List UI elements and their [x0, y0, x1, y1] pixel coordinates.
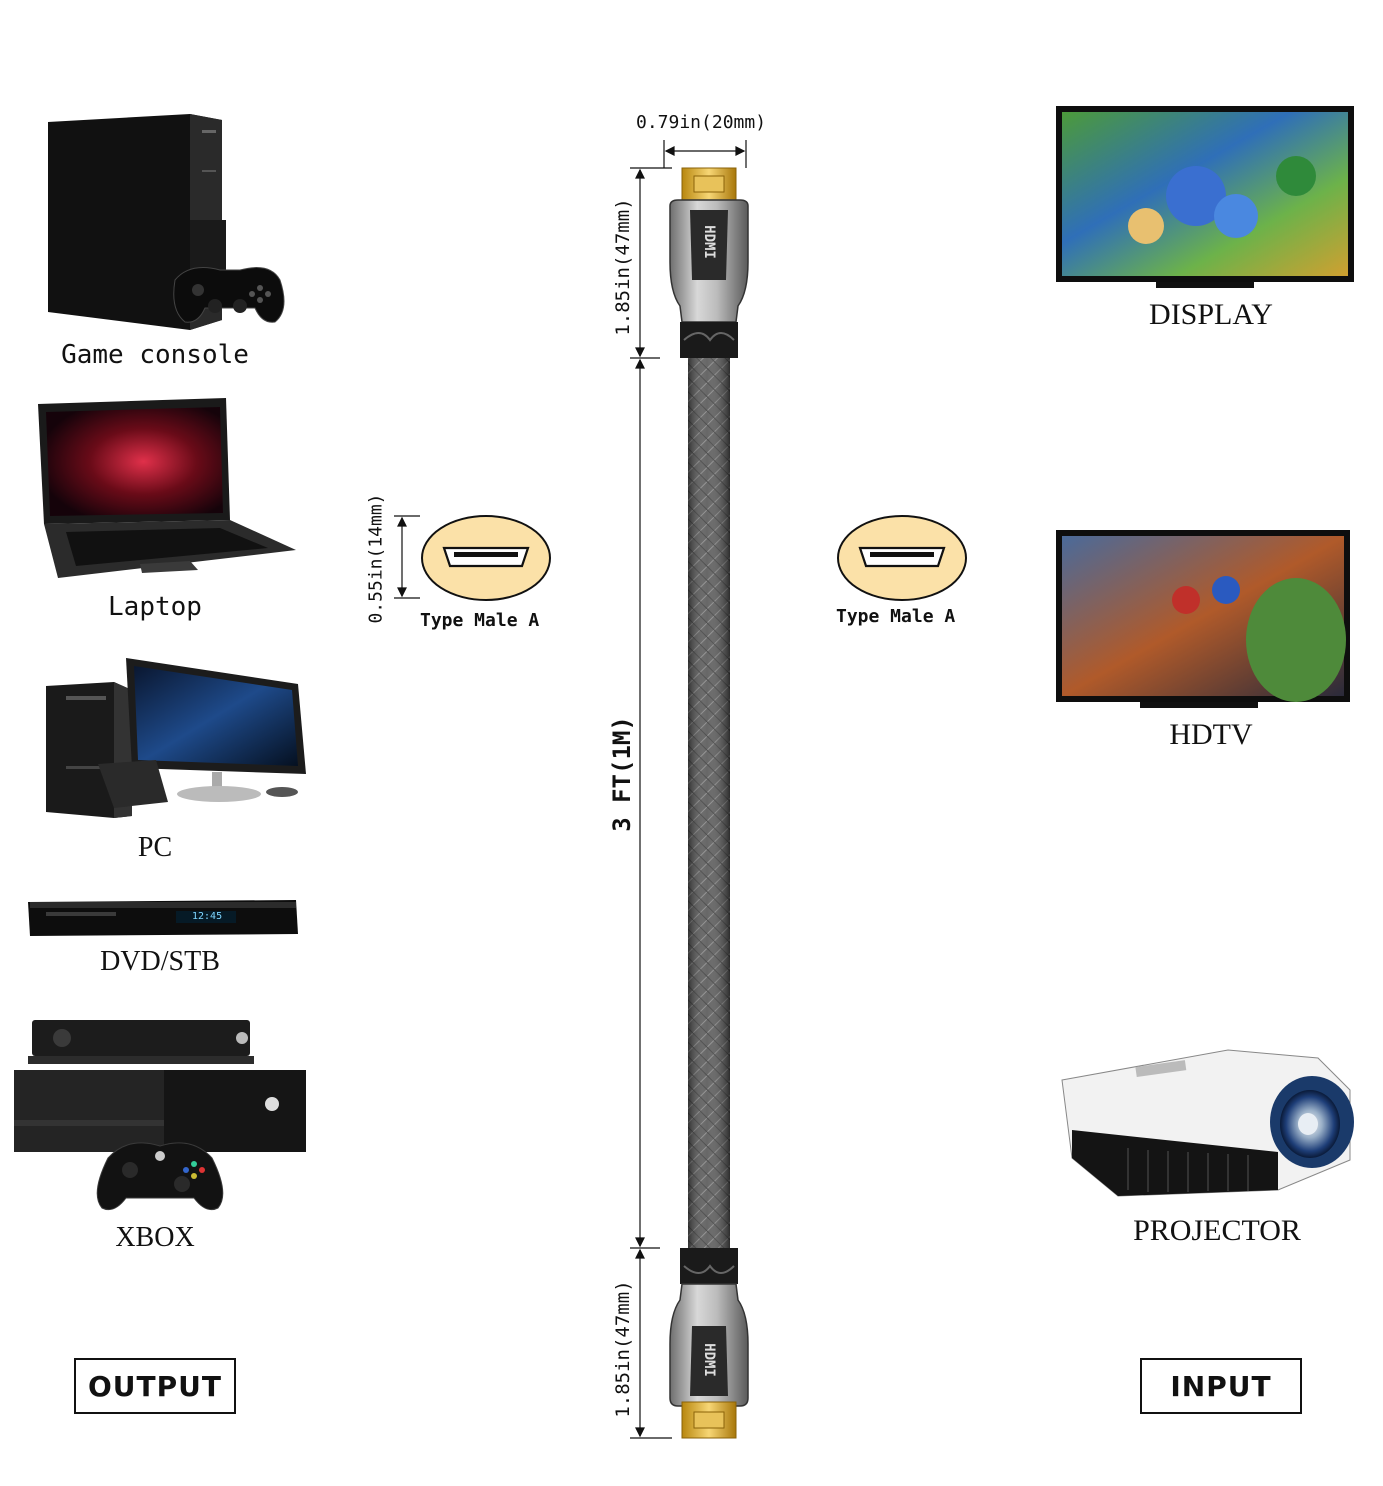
display-device [1056, 106, 1354, 292]
laptop-icon [38, 398, 296, 578]
top-hdmi-connector [669, 167, 749, 358]
top-hdmi-logo: HDMI [701, 225, 717, 259]
device-label-laptop: Laptop [108, 592, 202, 622]
input-section-label: INPUT [1140, 1358, 1302, 1414]
device-label-pc: PC [137, 832, 173, 863]
right-connector-type: Type Male A [836, 606, 956, 627]
dvd-player-icon [28, 900, 298, 936]
xbox-icon [14, 1020, 306, 1211]
game-console-device [40, 110, 300, 350]
width-dimension [663, 140, 747, 168]
left-connector-type: Type Male A [420, 610, 540, 631]
device-label-projector: PROJECTOR [1133, 1214, 1301, 1247]
hdtv-icon [1056, 530, 1350, 708]
laptop-device [30, 398, 300, 588]
display-tv-icon [1056, 106, 1354, 288]
width-dimension-label: 0.79in(20mm) [636, 112, 767, 133]
bottom-head-length-label: 1.85in(47mm) [612, 1280, 634, 1418]
dvd-device: 12:45 [26, 896, 300, 940]
top-head-length-label: 1.85in(47mm) [612, 198, 634, 336]
bottom-hdmi-connector [669, 1248, 749, 1439]
bottom-hdmi-logo: HDMI [701, 1343, 717, 1377]
projector-device [1058, 1040, 1358, 1210]
device-label-hdtv: HDTV [1169, 718, 1253, 751]
device-label-game-console: Game console [61, 340, 249, 370]
output-section-label: OUTPUT [74, 1358, 236, 1414]
xbox-device [10, 1018, 310, 1218]
dvd-display-readout: 12:45 [192, 911, 223, 922]
projector-icon [1061, 1049, 1354, 1197]
right-port-diagram [837, 515, 967, 601]
pc-icon [46, 658, 306, 818]
device-label-dvd: DVD/STB [100, 946, 220, 977]
game-console-icon [48, 114, 285, 330]
pc-device [44, 656, 309, 821]
left-port-diagram [421, 515, 551, 601]
device-label-xbox: XBOX [115, 1222, 195, 1253]
cable-length-label: 3 FT(1M) [608, 716, 636, 832]
device-label-display: DISPLAY [1149, 298, 1273, 331]
port-height-label: 0.55in(14mm) [365, 493, 387, 624]
hdtv-device [1056, 530, 1358, 712]
